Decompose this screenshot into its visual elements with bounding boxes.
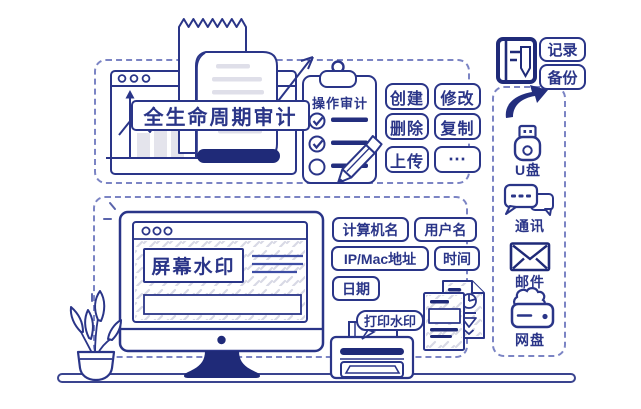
usb-drive-label: U盘 bbox=[514, 161, 542, 178]
user-name-tag: 用户名 bbox=[414, 217, 477, 242]
leak-channels-border bbox=[492, 86, 566, 357]
more-button: ⋯ bbox=[434, 146, 481, 173]
window-dots-icon bbox=[117, 74, 151, 83]
plant-illustration bbox=[69, 290, 122, 382]
pencil-icon bbox=[337, 135, 383, 184]
cloud-drive-label: 网盘 bbox=[515, 331, 545, 348]
lifecycle-audit-label: 全生命周期审计 bbox=[131, 100, 310, 131]
monitor-stand bbox=[184, 351, 260, 378]
swoosh-arrow-icon bbox=[505, 85, 548, 118]
copy-button: 复制 bbox=[434, 113, 481, 140]
clipboard-illustration bbox=[302, 60, 383, 184]
line-chart bbox=[106, 90, 204, 159]
mail-label: 邮件 bbox=[515, 273, 545, 290]
ip-mac-tag: IP/Mac地址 bbox=[331, 246, 429, 271]
printed-documents bbox=[423, 280, 485, 351]
screen-watermark-label: 屏幕水印 bbox=[143, 248, 244, 283]
usb-drive-icon bbox=[513, 124, 542, 162]
print-watermark-label: 打印水印 bbox=[356, 310, 424, 331]
notebook-icon bbox=[496, 37, 537, 84]
monitor-illustration bbox=[118, 210, 325, 378]
time-tag: 时间 bbox=[434, 246, 480, 271]
operation-audit-title: 操作审计 bbox=[311, 95, 368, 111]
cloud-drive-icon bbox=[510, 287, 555, 329]
create-button: 创建 bbox=[385, 83, 429, 110]
delete-button: 删除 bbox=[385, 113, 429, 140]
ground-line bbox=[57, 373, 576, 383]
record-label: 记录 bbox=[539, 37, 586, 62]
date-tag: 日期 bbox=[332, 276, 380, 301]
backup-label: 备份 bbox=[539, 64, 586, 90]
chat-bubbles-icon bbox=[503, 183, 554, 216]
sparkle-accent bbox=[91, 202, 116, 302]
watermark-zone-border bbox=[93, 196, 468, 358]
computer-name-tag: 计算机名 bbox=[332, 217, 409, 242]
envelope-icon bbox=[509, 242, 551, 272]
modify-button: 修改 bbox=[434, 83, 481, 110]
checklist bbox=[308, 112, 368, 176]
upload-button: 上传 bbox=[385, 146, 429, 173]
chat-label: 通讯 bbox=[515, 217, 545, 234]
